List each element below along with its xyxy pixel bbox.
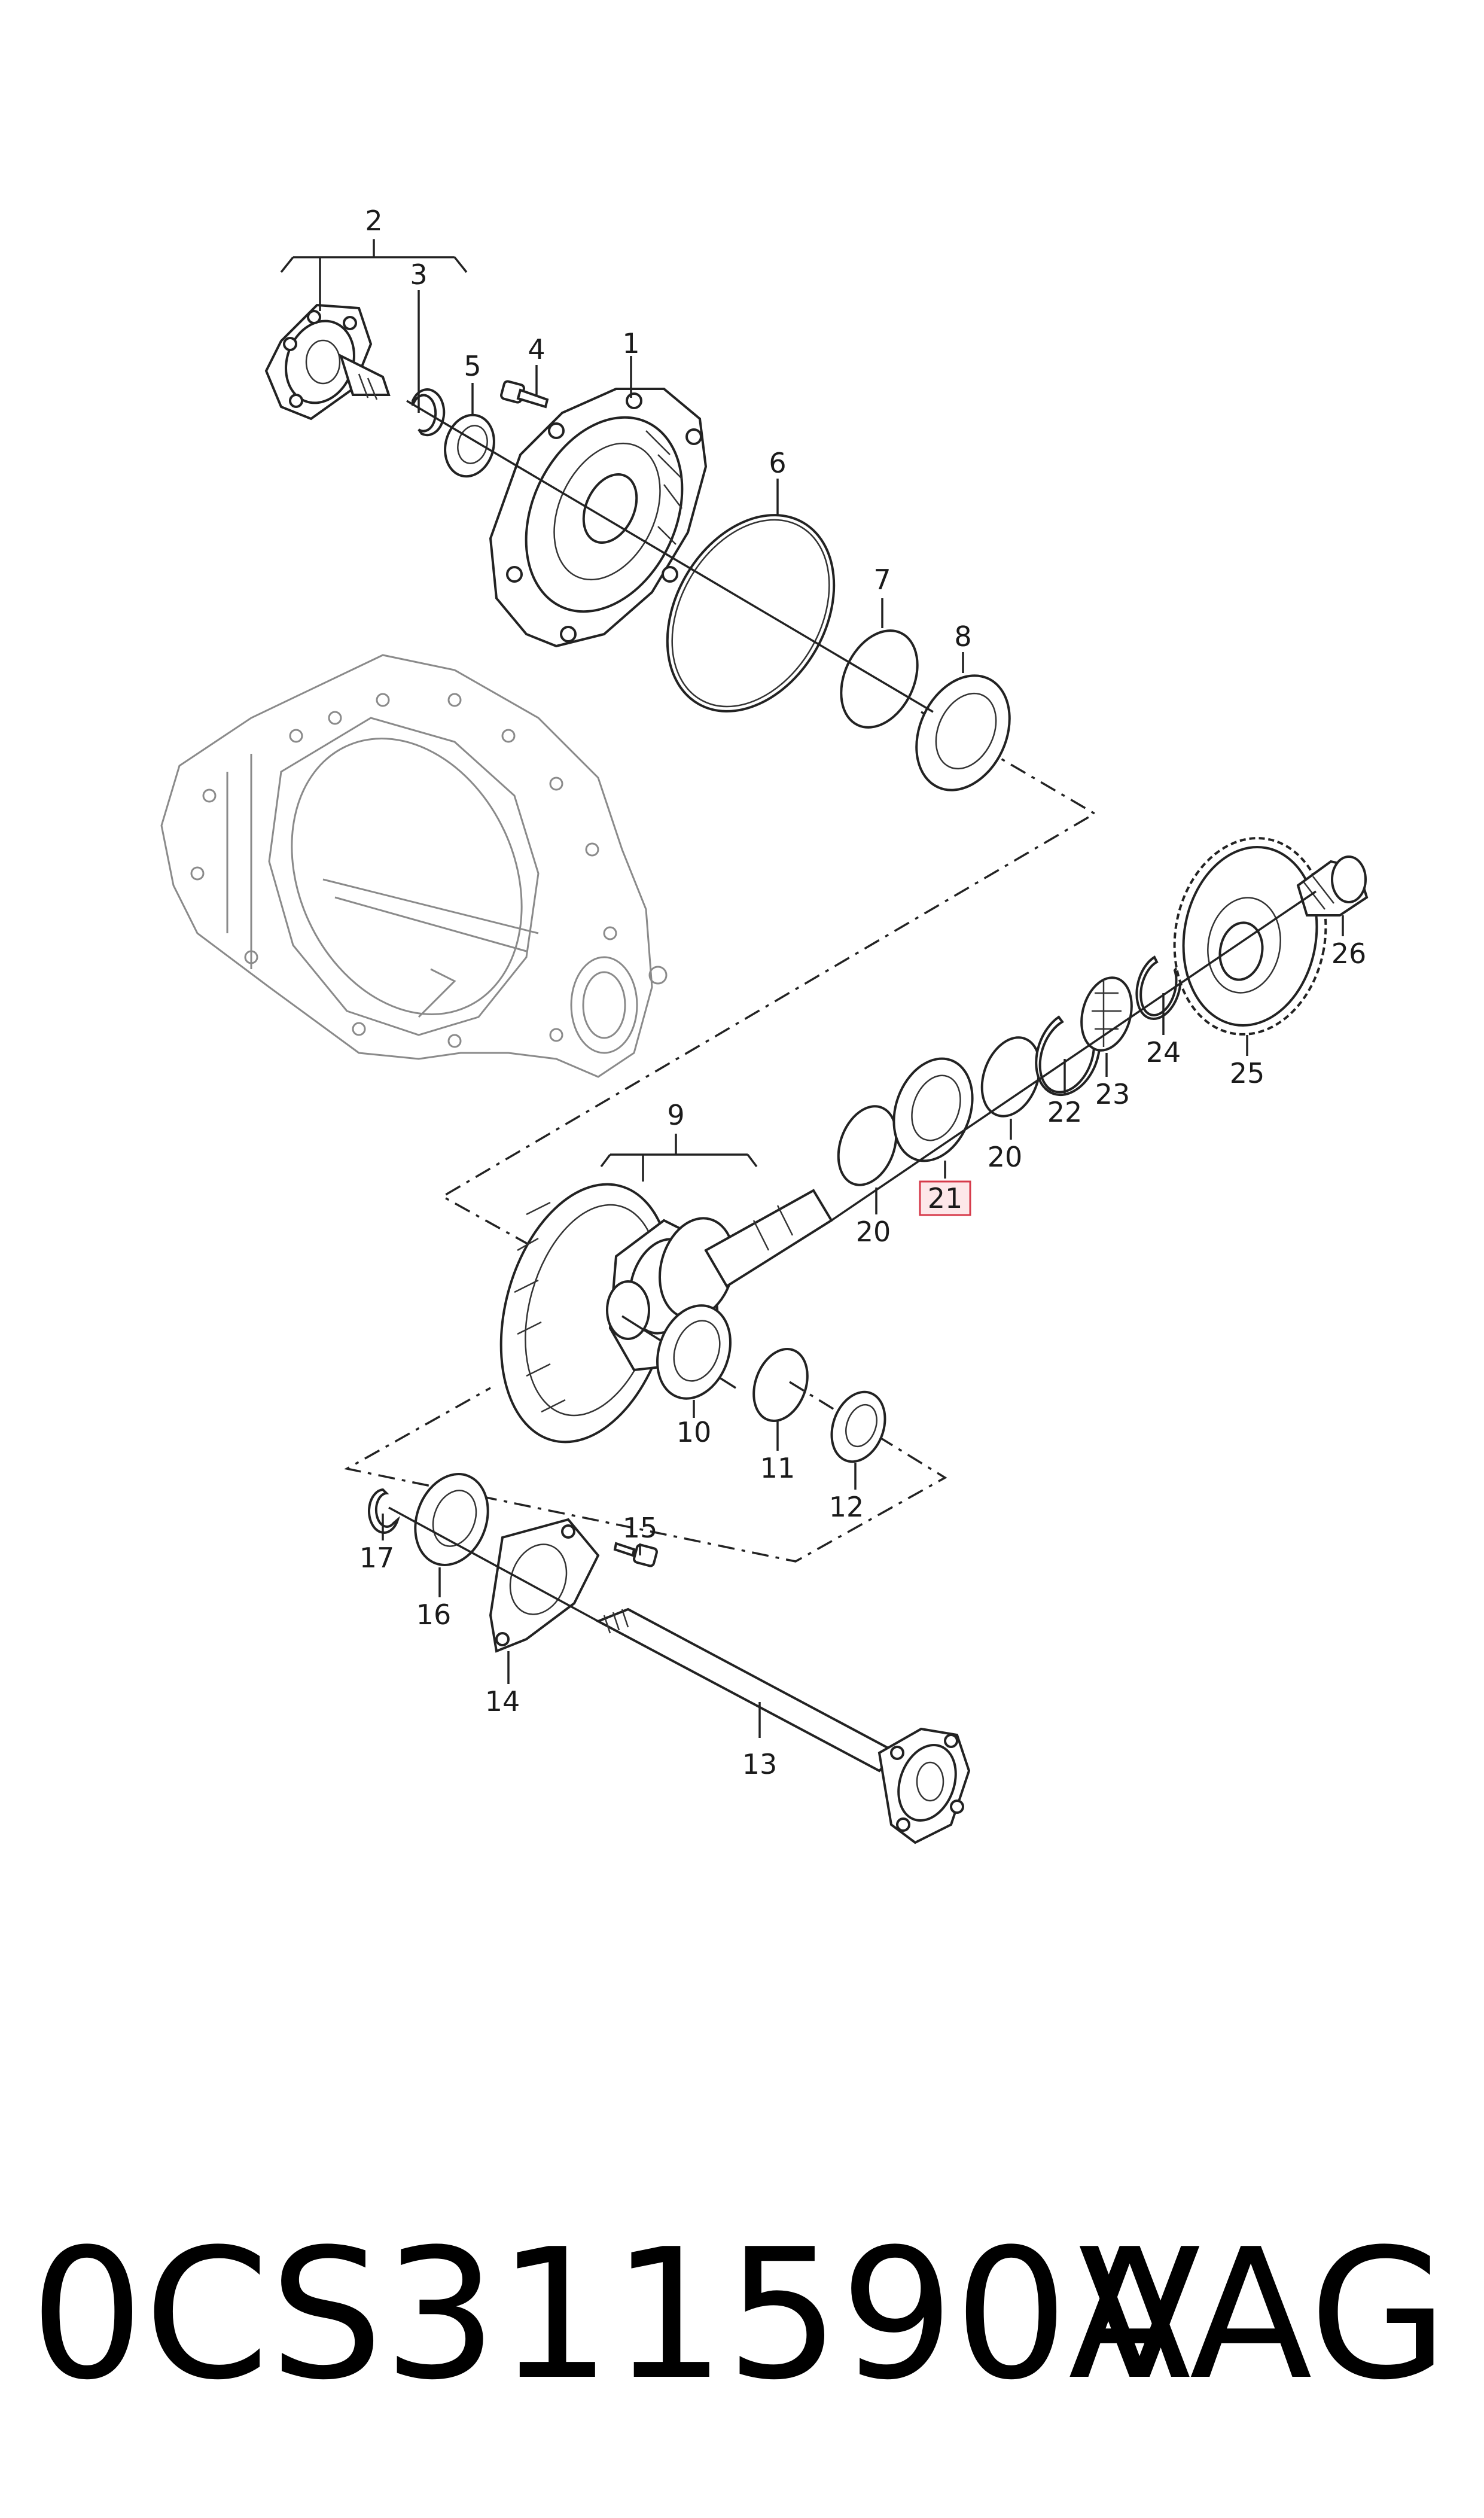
part-16-bearing — [414, 1473, 489, 1566]
callout-labels: 1 2 3 4 5 6 7 8 9 10 11 12 13 14 15 16 1… — [359, 205, 1367, 1780]
callout-5[interactable]: 5 — [464, 350, 481, 382]
axis-line-lower — [388, 1506, 599, 1622]
callout-24[interactable]: 24 — [1146, 1036, 1181, 1068]
part-5-seal — [444, 413, 495, 478]
part-13-drive-shaft — [595, 1607, 971, 1844]
callout-4[interactable]: 4 — [528, 333, 545, 366]
callout-25[interactable]: 25 — [1230, 1057, 1265, 1089]
callout-1[interactable]: 1 — [622, 327, 639, 360]
part-21-bearing — [892, 1057, 974, 1162]
part-7-shim — [840, 629, 919, 729]
part-6-o-ring — [666, 514, 836, 713]
brand-text: VAG — [1078, 2211, 1448, 2419]
callout-20-upper[interactable]: 20 — [988, 1141, 1023, 1173]
part-20-shim-b — [980, 1036, 1041, 1118]
callout-23[interactable]: 23 — [1095, 1078, 1130, 1110]
part-6-o-ring-inner — [671, 519, 830, 708]
gearbox-housing-outline — [160, 654, 668, 1078]
callout-26[interactable]: 26 — [1331, 937, 1367, 970]
part-number-text: 0CS311590A — [30, 2211, 1192, 2419]
callout-11[interactable]: 11 — [760, 1452, 796, 1484]
part-4-bolt — [500, 380, 549, 409]
axis-line-right — [831, 890, 1317, 1222]
callout-21[interactable]: 21 — [928, 1182, 963, 1214]
part-11-shim — [752, 1347, 809, 1423]
part-8-bearing — [915, 674, 1011, 791]
callout-14[interactable]: 14 — [485, 1685, 520, 1718]
part-26-sensor-rotor — [1296, 855, 1369, 917]
callout-17[interactable]: 17 — [359, 1542, 395, 1574]
part-17-circlip — [368, 1488, 400, 1534]
callout-20-lower[interactable]: 20 — [856, 1216, 891, 1248]
leader-lines — [280, 239, 1344, 1738]
callout-13[interactable]: 13 — [742, 1748, 778, 1780]
part-10-bearing — [656, 1304, 732, 1400]
part-2-flange-shaft — [264, 303, 391, 421]
callout-15[interactable]: 15 — [623, 1512, 658, 1544]
part-20-shim-a — [837, 1105, 898, 1186]
part-12-seal — [830, 1390, 886, 1463]
callout-3[interactable]: 3 — [410, 258, 427, 291]
part-1-housing-cover — [489, 388, 708, 648]
callout-2[interactable]: 2 — [365, 205, 382, 237]
part-14-bracket — [489, 1518, 600, 1653]
part-15-bolt — [613, 1542, 658, 1567]
callout-9[interactable]: 9 — [667, 1099, 684, 1131]
callout-22[interactable]: 22 — [1047, 1096, 1083, 1128]
assembly-line-lower — [344, 1381, 947, 1563]
axis-line-upper — [406, 400, 934, 713]
part-3-circlip — [412, 388, 446, 437]
callout-8[interactable]: 8 — [954, 620, 971, 653]
callout-10[interactable]: 10 — [677, 1416, 712, 1448]
part-9-differential — [499, 1183, 833, 1444]
highlight-box-21 — [919, 1180, 971, 1216]
callout-7[interactable]: 7 — [873, 564, 891, 596]
part-23-synchro-ring — [1080, 976, 1133, 1052]
callout-6[interactable]: 6 — [769, 447, 786, 479]
callout-16[interactable]: 16 — [416, 1599, 452, 1631]
callout-12[interactable]: 12 — [829, 1491, 864, 1523]
